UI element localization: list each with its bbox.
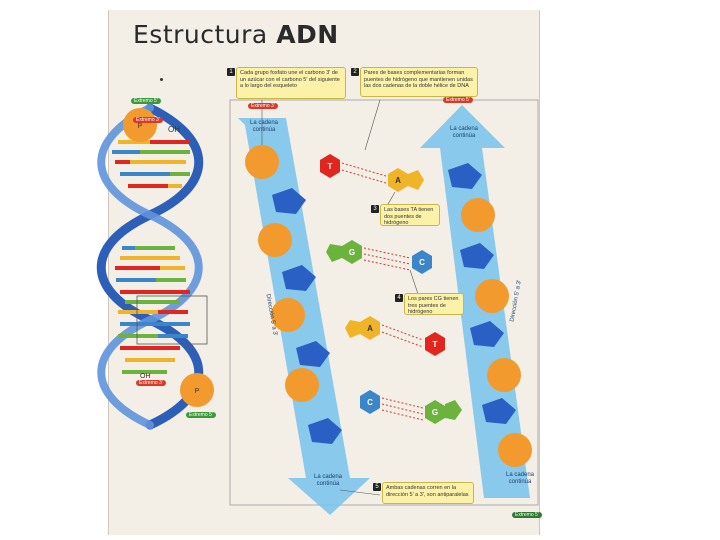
zoom-box bbox=[136, 295, 208, 345]
tag-extremo3-left-bottom: Extremo 3' bbox=[136, 380, 166, 386]
tag-extremo5-right-top: Extremo 5' bbox=[443, 97, 473, 103]
base-cytosine-mid: C bbox=[412, 250, 432, 274]
callout-3: 3 Las bases TA tienen dos puentes de hid… bbox=[371, 204, 440, 226]
base-thymine-low: T bbox=[425, 332, 445, 356]
strand-label-left-bottom: La cadena continúa bbox=[313, 474, 343, 487]
phosphate-top-left: P bbox=[123, 108, 157, 142]
callout-3-text: Las bases TA tienen dos puentes de hidró… bbox=[384, 207, 434, 226]
title-bold: ADN bbox=[276, 20, 339, 49]
strand-label-left-top: La cadena continúa bbox=[249, 120, 279, 133]
base-adenine-top: A bbox=[388, 168, 424, 192]
callout-2-text: Pares de bases complementarias forman pu… bbox=[364, 70, 473, 89]
right-sugars bbox=[448, 163, 516, 424]
helix-backbone-front bbox=[96, 103, 204, 430]
base-guanine-bottom: G bbox=[425, 400, 462, 424]
base-cytosine-bottom: C bbox=[360, 390, 380, 414]
oh-top-label: OH bbox=[168, 125, 180, 134]
callout-2: 2 Pares de bases complementarias forman … bbox=[351, 67, 478, 97]
strand-label-right-top: La cadena continúa bbox=[449, 126, 479, 139]
svg-text:A: A bbox=[367, 324, 373, 333]
detail-frame bbox=[229, 99, 539, 506]
left-phosphates bbox=[245, 145, 319, 402]
tag-extremo3-left: Extremo 3' bbox=[133, 117, 163, 123]
svg-text:P: P bbox=[195, 388, 200, 395]
callout-3-number: 3 bbox=[371, 205, 379, 213]
svg-text:G: G bbox=[432, 408, 438, 417]
tag-extremo3-right-top: Extremo 3' bbox=[248, 103, 278, 109]
base-thymine-top: T bbox=[320, 154, 340, 178]
svg-text:A: A bbox=[395, 176, 401, 185]
svg-text:T: T bbox=[433, 340, 438, 349]
callout-5: 5 Ambas cadenas corren en la dirección 5… bbox=[373, 482, 474, 504]
hydrogen-bonds bbox=[341, 162, 424, 421]
callout-5-text: Ambas cadenas corren en la dirección 5' … bbox=[386, 485, 469, 498]
helix-backbone-back bbox=[97, 104, 203, 429]
tag-extremo5-left-bottom: Extremo 5' bbox=[186, 412, 216, 418]
callout-4: 4 Los pares CG tienen tres puentes de hi… bbox=[395, 293, 464, 315]
base-adenine-low: A bbox=[345, 316, 380, 340]
svg-text:G: G bbox=[349, 248, 355, 257]
helix-rungs bbox=[112, 140, 190, 374]
page-title: Estructura ADN bbox=[133, 20, 339, 49]
double-helix bbox=[96, 103, 208, 430]
callout-1: 1 Cada grupo fosfato une el carbono 3' d… bbox=[227, 67, 346, 99]
callout-4-text: Los pares CG tienen tres puentes de hidr… bbox=[408, 296, 459, 315]
callout-1-number: 1 bbox=[227, 68, 235, 76]
base-guanine-mid: G bbox=[326, 240, 362, 264]
title-light: Estructura bbox=[133, 20, 268, 49]
callout-4-number: 4 bbox=[395, 294, 403, 302]
oh-bottom-label: OH bbox=[140, 373, 151, 380]
tag-extremo5-right-bottom: Extremo 5' bbox=[512, 512, 542, 518]
svg-text:C: C bbox=[419, 258, 425, 267]
callout-2-number: 2 bbox=[351, 68, 359, 76]
svg-text:T: T bbox=[328, 162, 333, 171]
right-phosphates bbox=[461, 198, 532, 467]
left-sugars bbox=[272, 188, 342, 444]
tag-extremo5-left: Extremo 5' bbox=[131, 98, 161, 104]
svg-text:P: P bbox=[138, 123, 143, 130]
svg-text:C: C bbox=[367, 398, 373, 407]
phosphate-bottom-left: P bbox=[180, 373, 214, 407]
bullet-dot bbox=[160, 78, 163, 81]
callout-1-text: Cada grupo fosfato une el carbono 3' de … bbox=[240, 70, 340, 89]
strand-label-right-bottom: La cadena continúa bbox=[505, 472, 535, 485]
callout-5-number: 5 bbox=[373, 483, 381, 491]
